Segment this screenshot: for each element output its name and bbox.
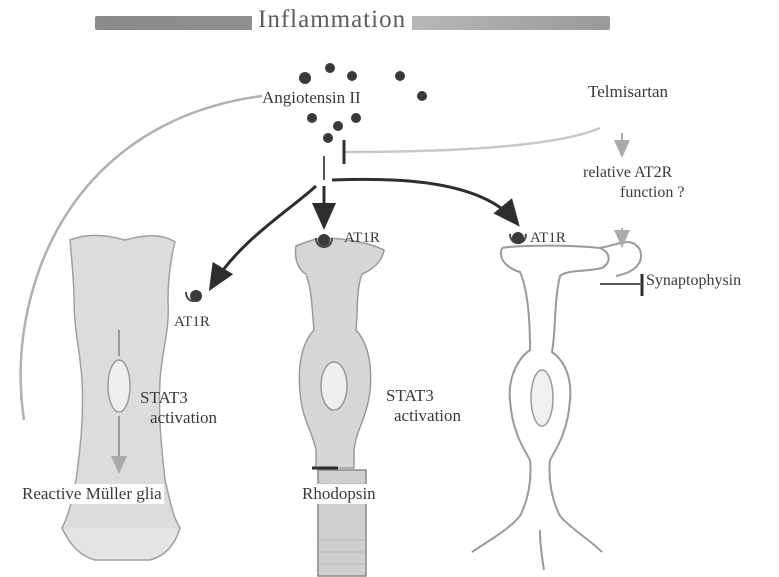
at1r-label-rod: AT1R bbox=[344, 230, 380, 247]
at1r-receptor-icon bbox=[316, 234, 332, 247]
at1r-receptor-icon bbox=[510, 232, 526, 244]
telmisartan-inhibition-line bbox=[345, 128, 600, 152]
angiotensin-ii-molecule-icon bbox=[323, 133, 333, 143]
rhodopsin-label: Rhodopsin bbox=[300, 484, 378, 504]
at1r-label-muller: AT1R bbox=[174, 314, 210, 331]
arrow-to-neuron-at1r bbox=[332, 179, 516, 222]
at1r-label-neuron: AT1R bbox=[530, 230, 566, 247]
angiotensin-ii-molecule-icon bbox=[325, 63, 335, 73]
angiotensin-ii-molecule-icon bbox=[299, 72, 311, 84]
neuron-nucleus bbox=[531, 370, 553, 426]
at2r-label-line1: relative AT2R bbox=[583, 164, 672, 182]
rod-photoreceptor-cell bbox=[295, 238, 384, 576]
activation-label-muller: activation bbox=[150, 408, 217, 428]
synaptophysin-label: Synaptophysin bbox=[646, 272, 741, 290]
angiotensin-ii-molecule-icon bbox=[333, 121, 343, 131]
angiotensin-ii-molecule-icon bbox=[351, 113, 361, 123]
stat3-label-muller: STAT3 bbox=[140, 388, 188, 408]
at2r-label-line2: function ? bbox=[620, 184, 684, 202]
stat3-label-rod: STAT3 bbox=[386, 386, 434, 406]
angiotensin-label: Angiotensin II bbox=[262, 88, 361, 108]
angiotensin-ii-molecule-icon bbox=[417, 91, 427, 101]
angiotensin-ii-molecule-icon bbox=[347, 71, 357, 81]
at1r-receptor-icon bbox=[186, 290, 202, 302]
telmisartan-label: Telmisartan bbox=[588, 82, 668, 102]
arrow-to-muller-at1r bbox=[212, 186, 316, 286]
activation-label-rod: activation bbox=[394, 406, 461, 426]
angiotensin-ii-molecule-icon bbox=[395, 71, 405, 81]
muller-glia-label: Reactive Müller glia bbox=[20, 484, 164, 504]
neuron-cell bbox=[472, 242, 641, 570]
angiotensin-ii-molecule-icon bbox=[307, 113, 317, 123]
